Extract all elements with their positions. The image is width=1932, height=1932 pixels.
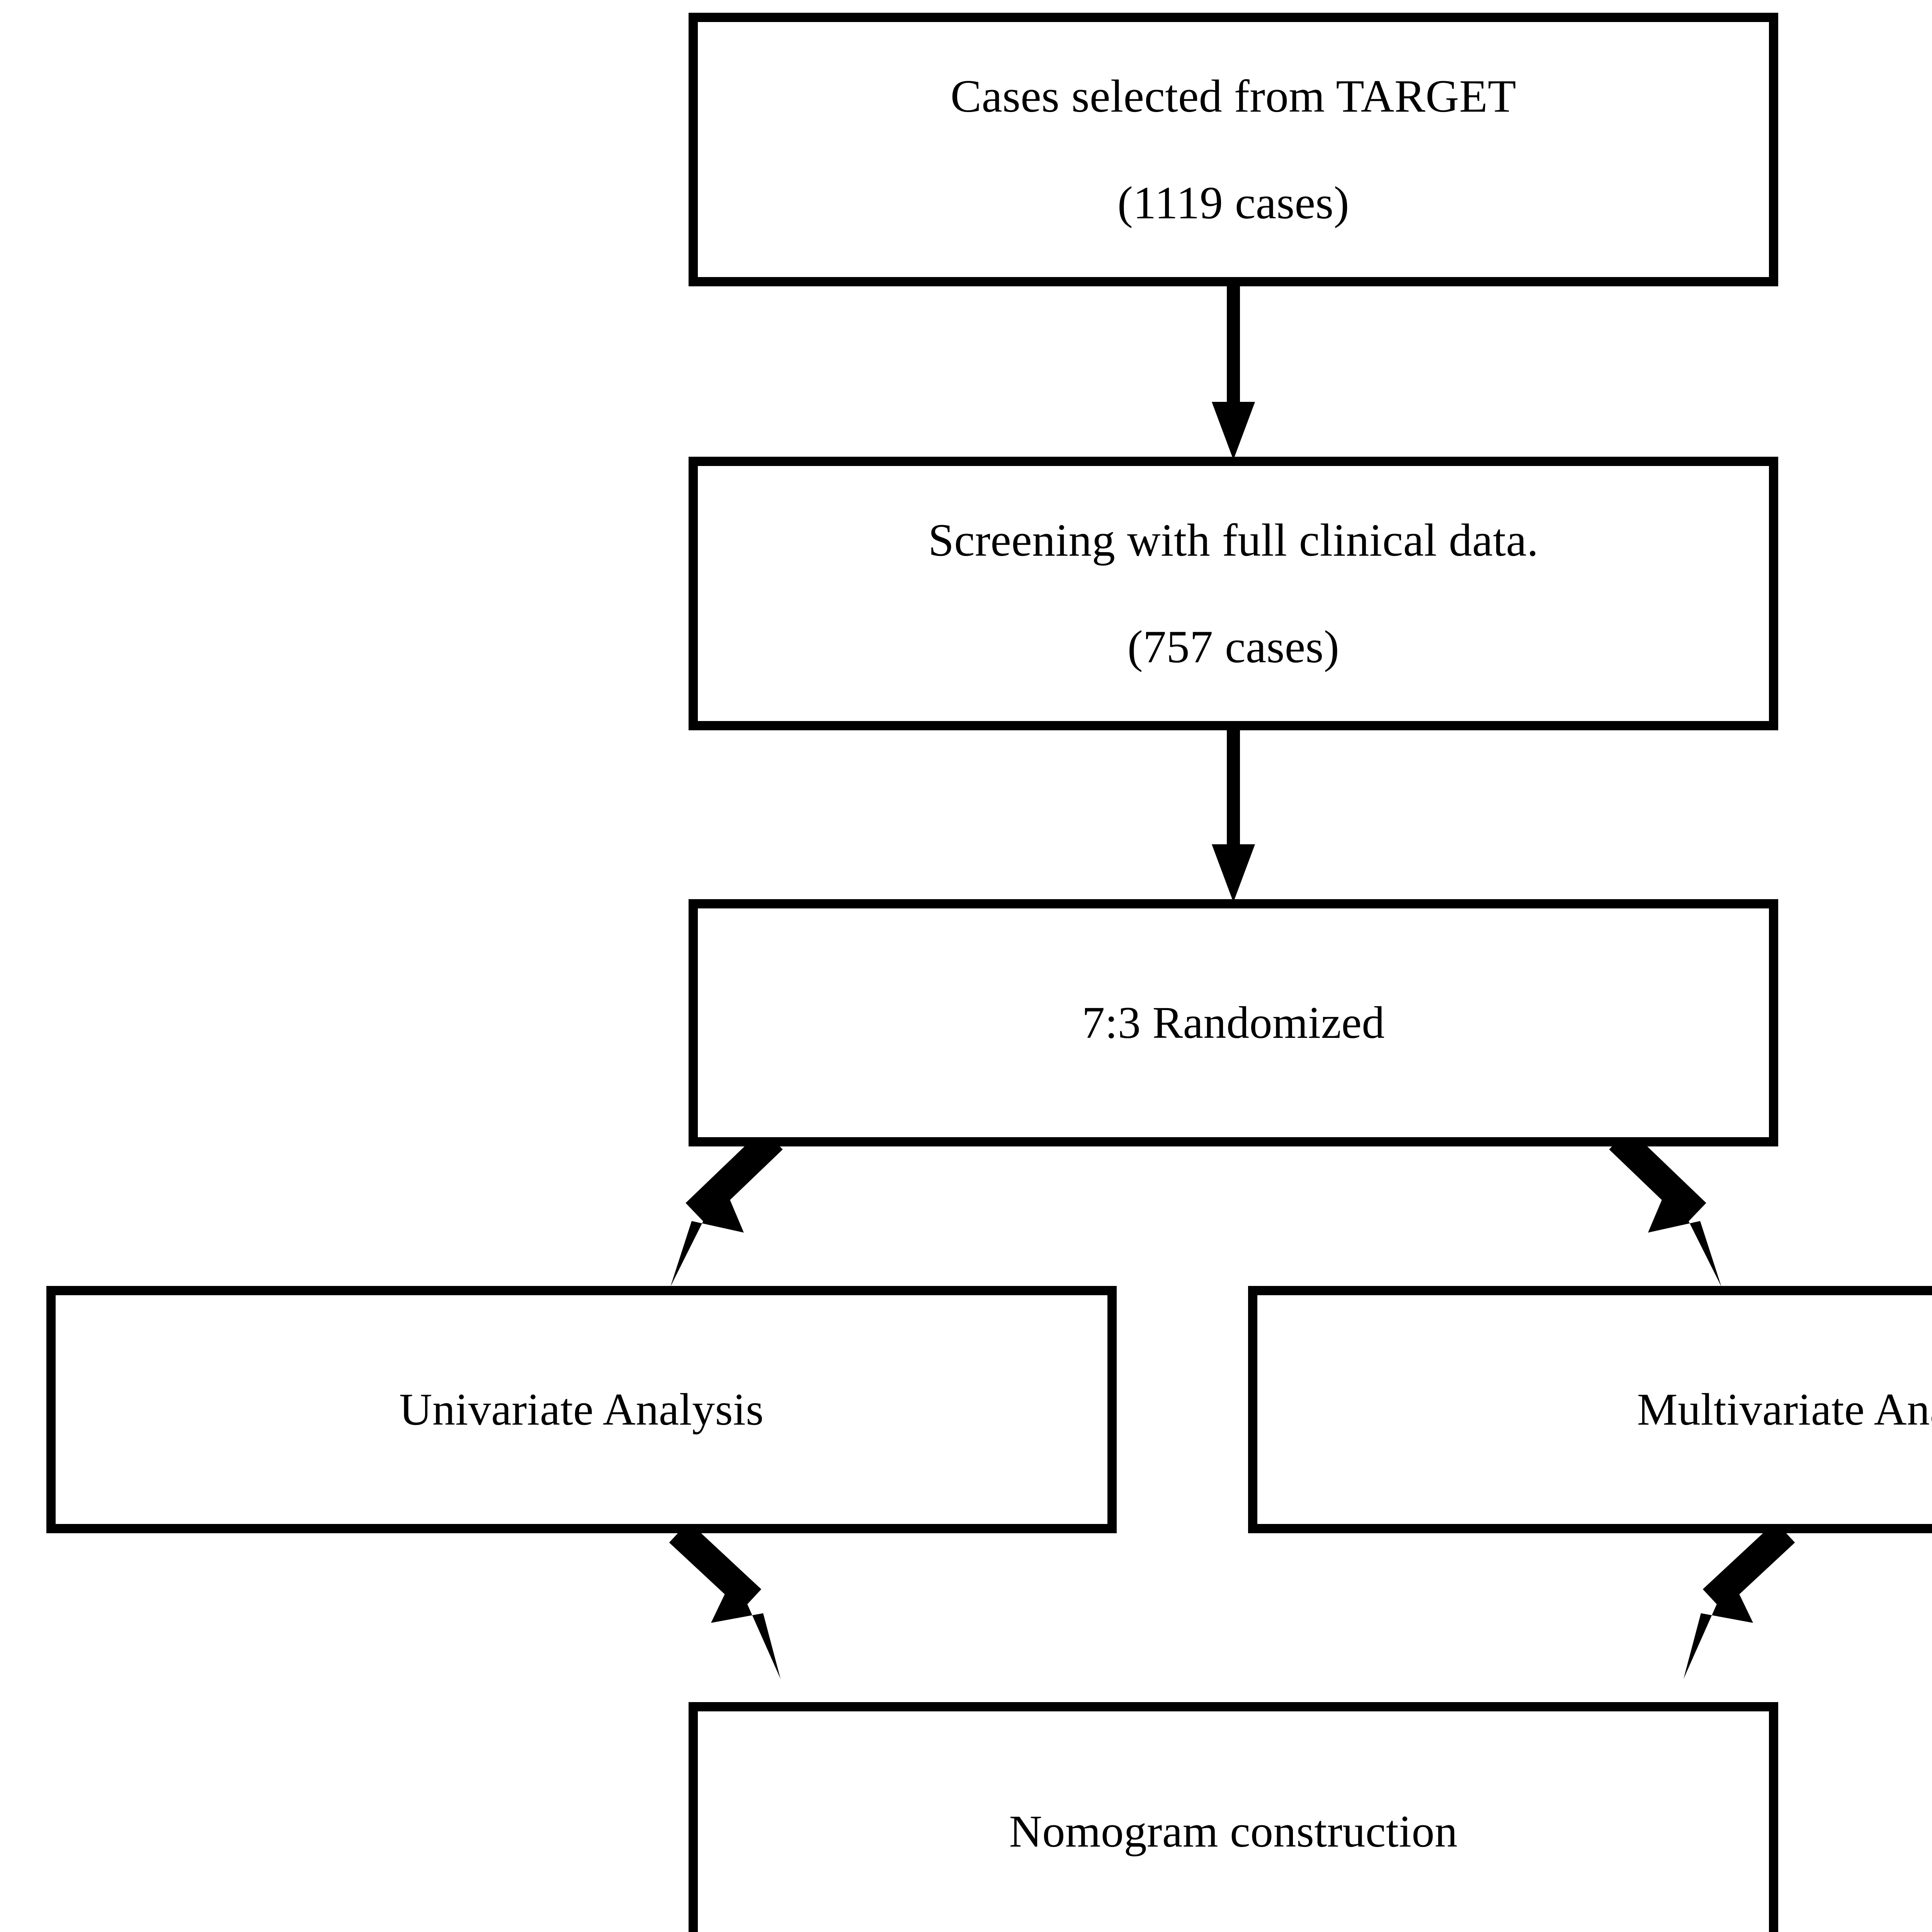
edge-randomized-to-univariate <box>670 1129 783 1287</box>
edge-multivariate-to-nomogram <box>1684 1521 1795 1679</box>
edge-randomized-to-multivariate <box>1609 1129 1721 1287</box>
node-source-line2: (1119 cases) <box>1117 177 1350 228</box>
edge-source-to-screening <box>1212 284 1255 460</box>
node-screening-line2: (757 cases) <box>1127 621 1340 672</box>
node-univariate-analysis: Univariate Analysis <box>46 1286 1117 1533</box>
node-multivariate-label: Multivariate Analysis <box>1637 1384 1932 1435</box>
node-cases-selected-from-target: Cases selected from TARGET (1119 cases) <box>689 13 1778 286</box>
node-randomized: 7:3 Randomized <box>689 899 1778 1146</box>
edge-univariate-to-nomogram <box>669 1521 781 1679</box>
edge-screening-to-randomized <box>1212 728 1255 902</box>
node-multivariate-analysis: Multivariate Analysis <box>1248 1286 1932 1533</box>
node-screening-with-full-clinical-data: Screening with full clinical data. (757 … <box>689 457 1778 730</box>
node-randomized-label: 7:3 Randomized <box>1082 997 1385 1048</box>
node-nomogram-construction: Nomogram construction <box>689 1702 1778 1932</box>
node-nomogram-label: Nomogram construction <box>1009 1806 1458 1857</box>
node-screening-line1: Screening with full clinical data. <box>928 514 1539 566</box>
node-univariate-label: Univariate Analysis <box>399 1384 764 1435</box>
node-source-line1: Cases selected from TARGET <box>950 70 1517 122</box>
